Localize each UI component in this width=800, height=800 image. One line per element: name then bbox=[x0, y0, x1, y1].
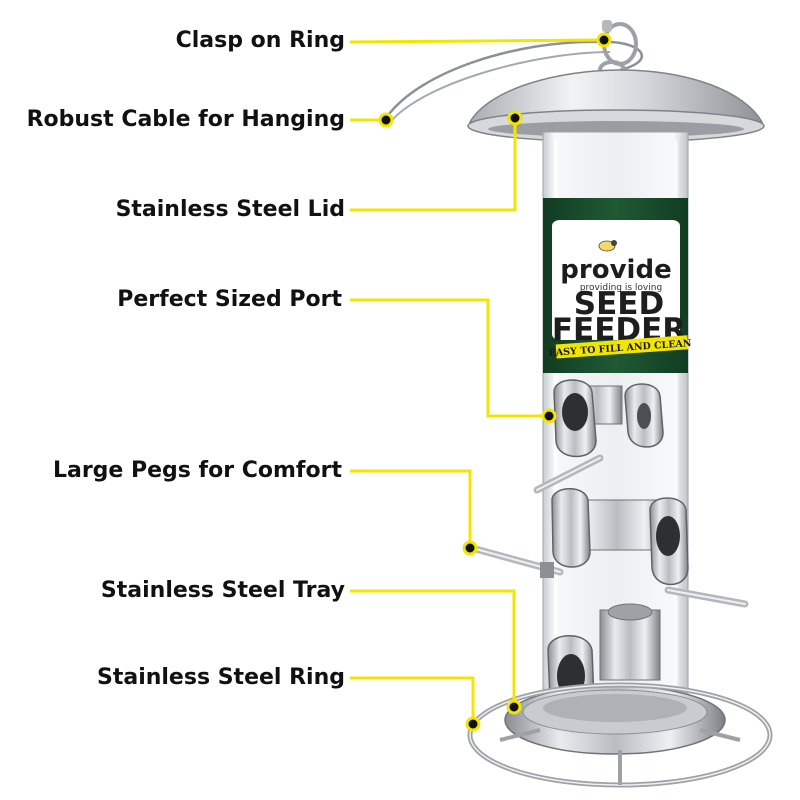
callout-dot-ring bbox=[465, 716, 481, 732]
callout-line-lid bbox=[350, 120, 517, 212]
bird-logo-icon bbox=[598, 240, 616, 252]
brand-tagline: providing is loving bbox=[580, 283, 662, 293]
hanging-cable bbox=[384, 40, 601, 119]
callout-label-cable: Robust Cable for Hanging bbox=[26, 107, 345, 132]
upper-feeding-port bbox=[553, 379, 664, 458]
brand-logo: provide bbox=[560, 255, 671, 285]
steel-lid bbox=[468, 69, 764, 123]
callout-line-tray bbox=[350, 589, 516, 705]
callout-dot-clasp bbox=[596, 32, 612, 48]
callout-dot-cable bbox=[378, 112, 394, 128]
callout-label-ring: Stainless Steel Ring bbox=[96, 665, 345, 690]
callout-line-pegs bbox=[350, 469, 472, 548]
callout-lines bbox=[349, 38, 604, 722]
callout-dot-port bbox=[541, 408, 557, 424]
callout-dots bbox=[378, 32, 612, 732]
callout-label-clasp: Clasp on Ring bbox=[175, 28, 345, 53]
callout-label-tray: Stainless Steel Tray bbox=[100, 578, 345, 603]
callout-label-lid: Stainless Steel Lid bbox=[115, 197, 345, 222]
callout-label-port: Perfect Sized Port bbox=[117, 287, 342, 312]
callout-dot-tray bbox=[506, 699, 522, 715]
middle-feeding-port bbox=[551, 488, 689, 586]
callout-line-ring bbox=[350, 676, 475, 722]
callout-line-clasp bbox=[349, 38, 604, 44]
callout-line-port bbox=[350, 298, 548, 418]
callout-dot-lid bbox=[507, 110, 523, 126]
callout-label-pegs: Large Pegs for Comfort bbox=[52, 458, 342, 483]
callout-dot-pegs bbox=[462, 540, 478, 556]
label-line-seed: SEED bbox=[574, 286, 664, 322]
